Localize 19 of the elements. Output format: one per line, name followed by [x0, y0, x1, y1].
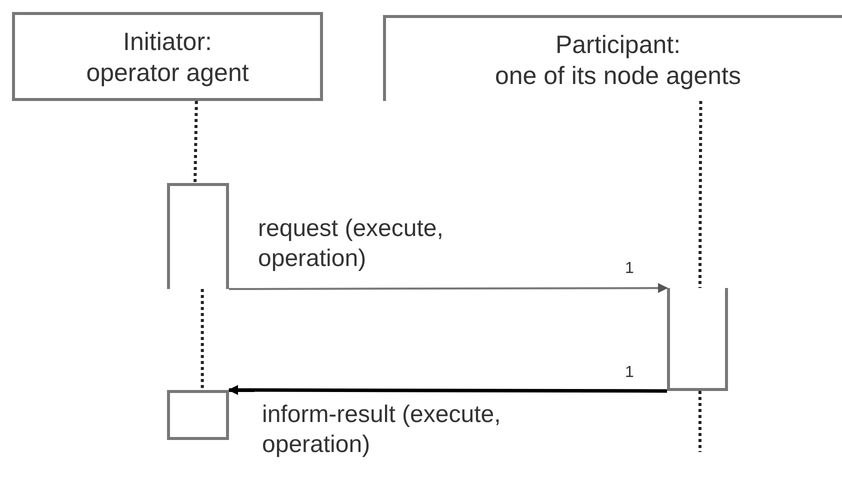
- message-arrow: [228, 385, 667, 396]
- lifeline: [194, 100, 198, 184]
- lifeline: [200, 289, 204, 390]
- multiplicity-label: 1: [625, 260, 634, 278]
- edge-label: request (execute, operation): [258, 214, 444, 274]
- message-arrow: [229, 283, 668, 294]
- lifeline-head-box: [12, 12, 323, 101]
- edge-label: inform-result (execute, operation): [262, 400, 502, 460]
- participant-name: one of its node agents: [494, 61, 742, 92]
- participant-name: operator agent: [85, 58, 250, 89]
- activation-bar: [667, 288, 728, 391]
- multiplicity-label: 1: [625, 364, 634, 382]
- participant-name: Participant:: [554, 30, 682, 61]
- participant-name: Initiator:: [122, 27, 213, 58]
- lifeline: [698, 391, 702, 452]
- activation-bar: [167, 390, 229, 440]
- lifeline-head-box: [383, 15, 842, 101]
- activation-bar: [167, 183, 229, 289]
- lifeline: [698, 101, 702, 288]
